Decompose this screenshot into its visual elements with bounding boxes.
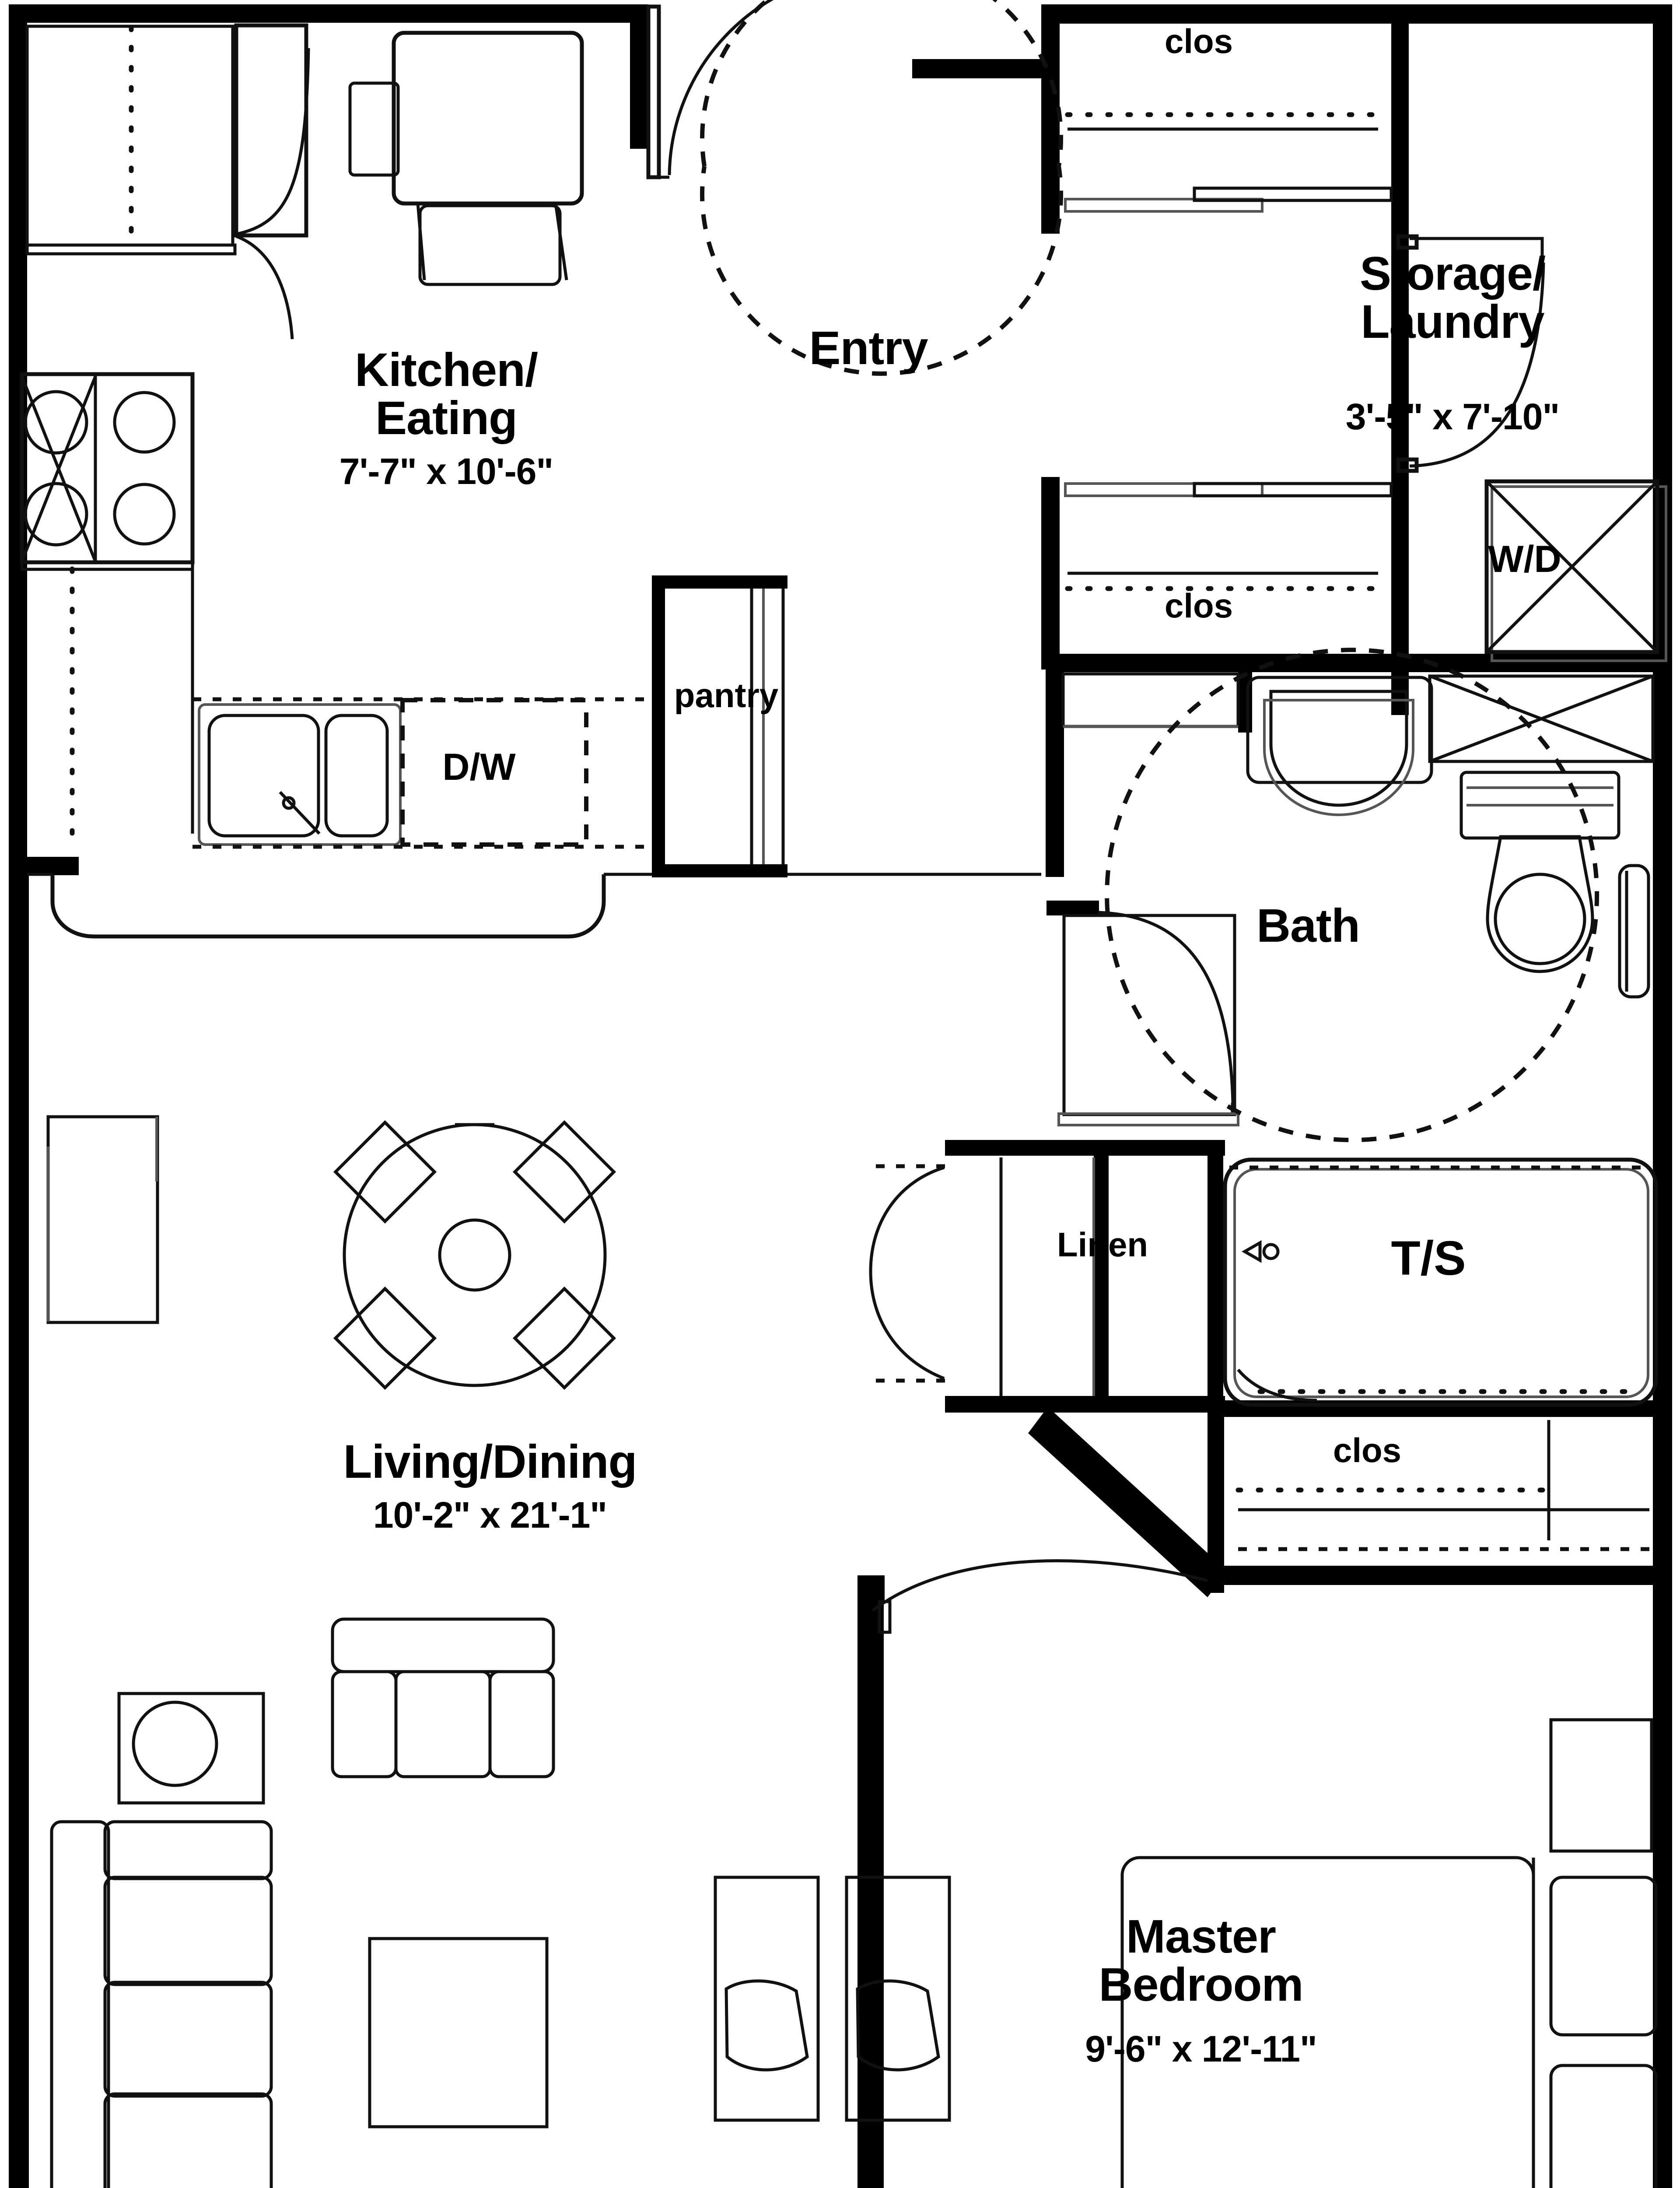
closet-top-fixtures — [1064, 112, 1393, 213]
storage-laundry-fixtures — [1396, 234, 1667, 662]
closet-label-bedroom: clos — [1333, 1431, 1402, 1469]
closet-label-mid: clos — [1164, 586, 1233, 625]
closet-label-top: clos — [1164, 22, 1233, 60]
bedroom-closet-fixtures — [872, 1420, 1649, 1634]
washer-dryer-label: W/D — [1488, 538, 1561, 580]
pantry-closet — [652, 575, 788, 877]
dishwasher-label: D/W — [442, 746, 516, 788]
room-label-entry: Entry — [809, 321, 928, 374]
room-label-bath: Bath — [1256, 899, 1360, 952]
room-dimensions-storage-laundry: 3'-5" x 7'-10" — [1345, 396, 1560, 437]
room-label-living-dining: Living/Dining — [343, 1435, 637, 1488]
linen-closet-fixtures — [868, 1157, 1095, 1396]
room-label-master-bedroom: Master Bedroom — [1099, 1910, 1303, 2011]
linen-closet-label: Linen — [1057, 1225, 1148, 1264]
room-dimensions-living-dining: 10'-2" x 21'-1" — [373, 1494, 607, 1536]
closet-mid-fixtures — [1064, 482, 1393, 591]
pantry-label: pantry — [674, 676, 779, 715]
bath-fixtures — [1046, 648, 1658, 1407]
exterior-walls — [9, 4, 1672, 2188]
tub-shower-label: T/S — [1391, 1231, 1466, 1285]
room-dimensions-master-bedroom: 9'-6" x 12'-11" — [1085, 2028, 1317, 2069]
master-bedroom-furniture — [1120, 1718, 1658, 2188]
entry-door — [646, 0, 1063, 376]
living-dining-furniture — [46, 1115, 951, 2188]
room-label-storage-laundry: Storage/ Laundry — [1359, 247, 1546, 348]
room-label-kitchen-eating: Kitchen/ Eating — [354, 343, 538, 445]
room-dimensions-kitchen-eating: 7'-7" x 10'-6" — [339, 451, 554, 492]
